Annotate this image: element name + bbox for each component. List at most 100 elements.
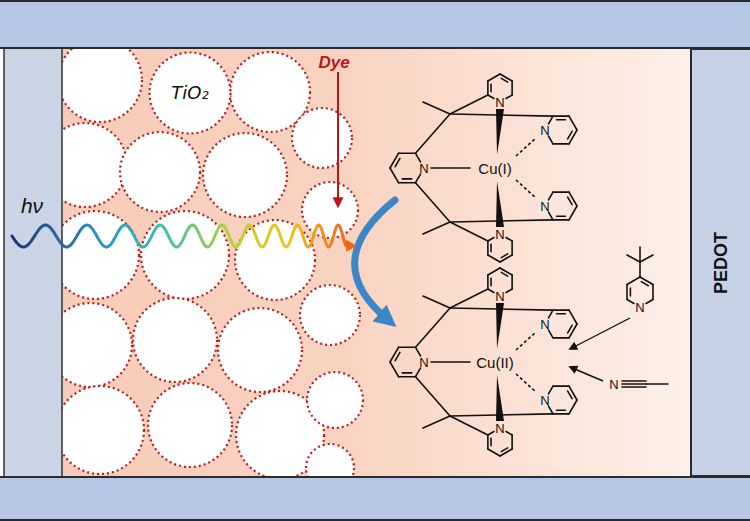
- bond: [553, 413, 569, 415]
- bond: [506, 238, 512, 242]
- bond: [488, 432, 494, 436]
- bond: [630, 288, 632, 296]
- dye-pointer: [337, 72, 339, 206]
- tio2-particle: [120, 132, 200, 212]
- bond: [423, 296, 450, 308]
- bond: [423, 416, 450, 428]
- bond: [399, 376, 416, 378]
- bond: [511, 241, 513, 255]
- fto-glass: [4, 48, 62, 477]
- bond: [627, 300, 634, 304]
- bond: [569, 310, 577, 324]
- atom-label: N: [495, 96, 504, 109]
- bond: [516, 138, 536, 156]
- light-wave: [12, 225, 357, 252]
- bond: [402, 372, 412, 374]
- photon-label: hν: [21, 195, 43, 216]
- bond: [568, 391, 572, 399]
- tio2-particle: TiO₂: [148, 51, 232, 135]
- tio2-particle: [307, 372, 363, 428]
- electron-transfer-arrow: [355, 200, 395, 320]
- bond: [490, 84, 492, 91]
- metal-center-label: Cu(II): [476, 355, 514, 370]
- bond: [490, 278, 492, 285]
- bond: [553, 309, 569, 311]
- tio2-particle: [58, 38, 142, 122]
- bond: [501, 448, 507, 452]
- atom-label: N: [609, 378, 618, 391]
- bond: [450, 416, 488, 435]
- tio2-particle: [141, 211, 229, 299]
- bond: [516, 180, 536, 198]
- bond: [488, 289, 494, 293]
- bond: [557, 215, 566, 217]
- bond: [553, 143, 569, 145]
- bond: [506, 95, 512, 99]
- bond: [500, 449, 512, 456]
- metal-center-label: Cu(I): [478, 161, 511, 176]
- bond: [640, 277, 653, 285]
- bond: [553, 337, 569, 339]
- bond: [487, 275, 489, 289]
- bond: [390, 153, 399, 168]
- bond: [431, 361, 470, 363]
- bond: [553, 385, 569, 387]
- bond: [569, 192, 577, 206]
- bond: [500, 255, 512, 262]
- bond: [416, 174, 421, 183]
- bond: [488, 268, 500, 275]
- bond: [549, 212, 554, 220]
- dye-label: Dye: [318, 54, 349, 71]
- copper-complex: [390, 74, 668, 456]
- atom-label: N: [495, 228, 504, 241]
- bond: [553, 115, 569, 117]
- bond: [501, 272, 507, 276]
- bond: [488, 449, 500, 456]
- bond: [416, 377, 451, 416]
- atom-label: N: [540, 394, 549, 407]
- bond: [416, 183, 451, 222]
- bond: [450, 95, 488, 114]
- atom-label: N: [419, 162, 428, 175]
- bond: [511, 435, 513, 449]
- bond: [640, 255, 653, 262]
- bond: [516, 374, 536, 392]
- bond: [549, 136, 554, 144]
- atom-label: N: [540, 124, 549, 137]
- pedot-electrode: PEDOT: [690, 48, 750, 477]
- bond: [390, 362, 399, 377]
- bond: [511, 275, 513, 289]
- tio2-particle: [302, 182, 358, 238]
- bond: [641, 282, 648, 286]
- bond: [568, 131, 572, 139]
- bond: [569, 116, 577, 130]
- bond: [450, 289, 488, 308]
- atom-label: N: [419, 356, 428, 369]
- electrode-label: PEDOT: [712, 231, 730, 293]
- tio2-particle: [218, 308, 302, 392]
- bond: [488, 95, 494, 99]
- bond: [431, 167, 470, 169]
- atom-label: N: [495, 422, 504, 435]
- atom-label: N: [540, 200, 549, 213]
- bond: [395, 158, 400, 166]
- bond: [416, 368, 421, 377]
- bond: [652, 285, 654, 300]
- atom-label: N: [495, 290, 504, 303]
- bond: [622, 386, 646, 388]
- bond: [490, 438, 492, 445]
- bond: [627, 277, 640, 285]
- glass-top: [0, 1, 750, 48]
- wave-arrowhead: [346, 240, 357, 252]
- bond: [511, 81, 513, 95]
- bond: [569, 324, 577, 338]
- bond: [549, 406, 554, 414]
- bond: [557, 313, 566, 315]
- bond: [569, 386, 577, 400]
- bond: [557, 409, 566, 411]
- atom-label: N: [635, 301, 644, 314]
- bond: [501, 254, 507, 258]
- tio2-particle: [56, 386, 144, 474]
